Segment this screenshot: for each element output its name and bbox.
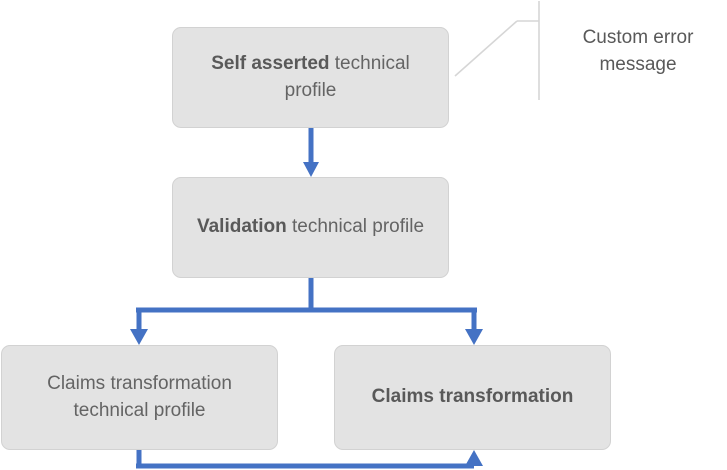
arrow-validation-to-claims-branch xyxy=(130,278,483,345)
node-claims-transformation-technical-profile[interactable]: Claims transformation technical profile xyxy=(1,345,278,450)
arrow-self-asserted-to-validation xyxy=(303,128,319,177)
arrow-claims-tp-to-claims-transformation xyxy=(136,450,483,469)
node-validation-rest-text: technical profile xyxy=(286,216,425,238)
node-claims-transformation-label: Claims transformation xyxy=(371,386,574,408)
node-validation-technical-profile[interactable]: Validation technical profile xyxy=(172,177,449,278)
callout-line2: message xyxy=(599,53,677,75)
node-validation-bold-text: Validation xyxy=(196,216,287,238)
node-validation-label: Validation technical profile xyxy=(197,214,424,241)
node-self-asserted-label: Self asserted technical profile xyxy=(187,51,434,105)
callout-leader-lines xyxy=(454,1,540,100)
node-self-asserted-rest-text: technical profile xyxy=(284,52,410,101)
node-self-asserted-technical-profile[interactable]: Self asserted technical profile xyxy=(172,27,449,128)
node-claims-transformation-tp-label: Claims transformation technical profile xyxy=(47,371,232,425)
node-self-asserted-bold-text: Self asserted xyxy=(211,52,330,74)
callout-line1: Custom error xyxy=(582,27,694,48)
node-claims-transformation-tp-line1: Claims transformation xyxy=(47,372,232,394)
node-claims-transformation-tp-line2: technical profile xyxy=(73,399,206,421)
node-claims-transformation[interactable]: Claims transformation xyxy=(334,345,611,450)
callout-custom-error-message: Custom error message xyxy=(558,25,718,79)
